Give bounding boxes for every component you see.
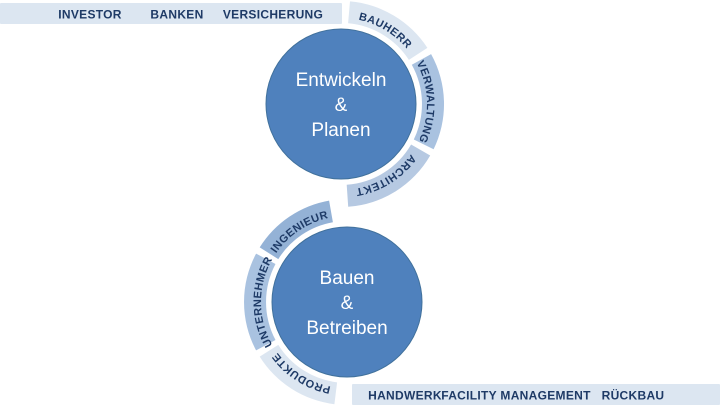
bottom-stakeholder-bar <box>352 384 720 405</box>
arc-segment-produkte <box>259 344 338 405</box>
arc-segment-ingenieur <box>259 200 333 260</box>
top-circle-title-line1: Entwickeln <box>296 70 387 91</box>
arc-segment-architekt <box>346 144 431 207</box>
arc-segment-bauherr <box>348 1 428 60</box>
bar-label-investor: INVESTOR <box>58 8 122 22</box>
arc-segment-unternehmer <box>244 253 276 351</box>
bar-label-versicherung: VERSICHERUNG <box>223 8 323 22</box>
top-circle-title-line3: Planen <box>311 120 370 141</box>
bar-label-banken: BANKEN <box>150 8 203 22</box>
bar-label-handwerk: HANDWERK <box>368 389 442 403</box>
circle-bauen-betreiben <box>271 226 423 378</box>
arc-segment-verwaltung <box>411 54 445 150</box>
bottom-circle-title-line2: & <box>341 293 354 314</box>
circle-entwickeln-planen <box>265 28 417 180</box>
top-circle-title-line2: & <box>335 95 348 116</box>
bar-label-rueckbau: RÜCKBAU <box>602 388 665 403</box>
bottom-circle-title-line3: Betreiben <box>306 318 387 339</box>
bottom-circle-title-line1: Bauen <box>320 268 375 289</box>
bar-label-facility-management: FACILITY MANAGEMENT <box>441 389 591 403</box>
top-stakeholder-bar <box>0 3 342 24</box>
